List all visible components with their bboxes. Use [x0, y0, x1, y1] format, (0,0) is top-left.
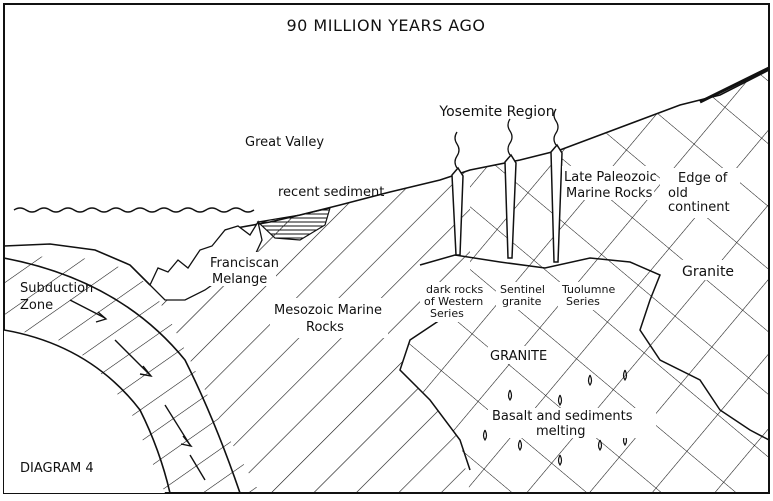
- label-franciscan-line2: Melange: [212, 272, 267, 287]
- label-dark-rocks-line1: dark rocks: [426, 283, 484, 296]
- label-sentinel-line2: granite: [502, 295, 542, 308]
- sea-surface-waves: [13, 207, 255, 213]
- label-edge-line2: old: [668, 186, 688, 201]
- label-franciscan-line1: Franciscan: [210, 256, 279, 271]
- label-mesozoic-line2: Rocks: [306, 320, 344, 335]
- label-great-valley: Great Valley: [245, 135, 324, 150]
- label-basalt-line1: Basalt and sediments: [492, 409, 633, 424]
- volcano-plumes: [454, 108, 559, 169]
- label-edge-line3: continent: [668, 200, 730, 215]
- label-edge-line1: Edge of: [678, 171, 728, 186]
- label-recent-sediment: recent sediment: [278, 185, 384, 200]
- label-yosemite-region: Yosemite Region: [438, 104, 554, 120]
- subduction-arrows: [69, 299, 206, 481]
- franciscan-melange: [149, 220, 263, 301]
- volcanic-dikes: [451, 143, 563, 263]
- label-late-paleozoic-line1: Late Paleozoic: [564, 170, 657, 185]
- label-subduction-line1: Subduction: [20, 281, 93, 296]
- label-sentinel-line1: Sentinel: [500, 283, 545, 296]
- label-late-paleozoic-line2: Marine Rocks: [566, 186, 653, 201]
- label-diagram-number: DIAGRAM 4: [20, 461, 94, 476]
- label-granite-right: Granite: [682, 264, 734, 280]
- label-basalt-line2: melting: [536, 424, 585, 439]
- label-tuolumne-line2: Series: [566, 295, 600, 308]
- label-dark-rocks-line3: Series: [430, 307, 464, 320]
- label-tuolumne-line1: Tuolumne: [561, 283, 615, 296]
- diagram-title: 90 MILLION YEARS AGO: [286, 16, 485, 35]
- label-mesozoic-line1: Mesozoic Marine: [274, 303, 382, 318]
- label-granite-center: GRANITE: [490, 349, 547, 364]
- recent-sediment: [256, 207, 331, 241]
- label-dark-rocks-line2: of Western: [424, 295, 483, 308]
- label-subduction-line2: Zone: [20, 298, 53, 313]
